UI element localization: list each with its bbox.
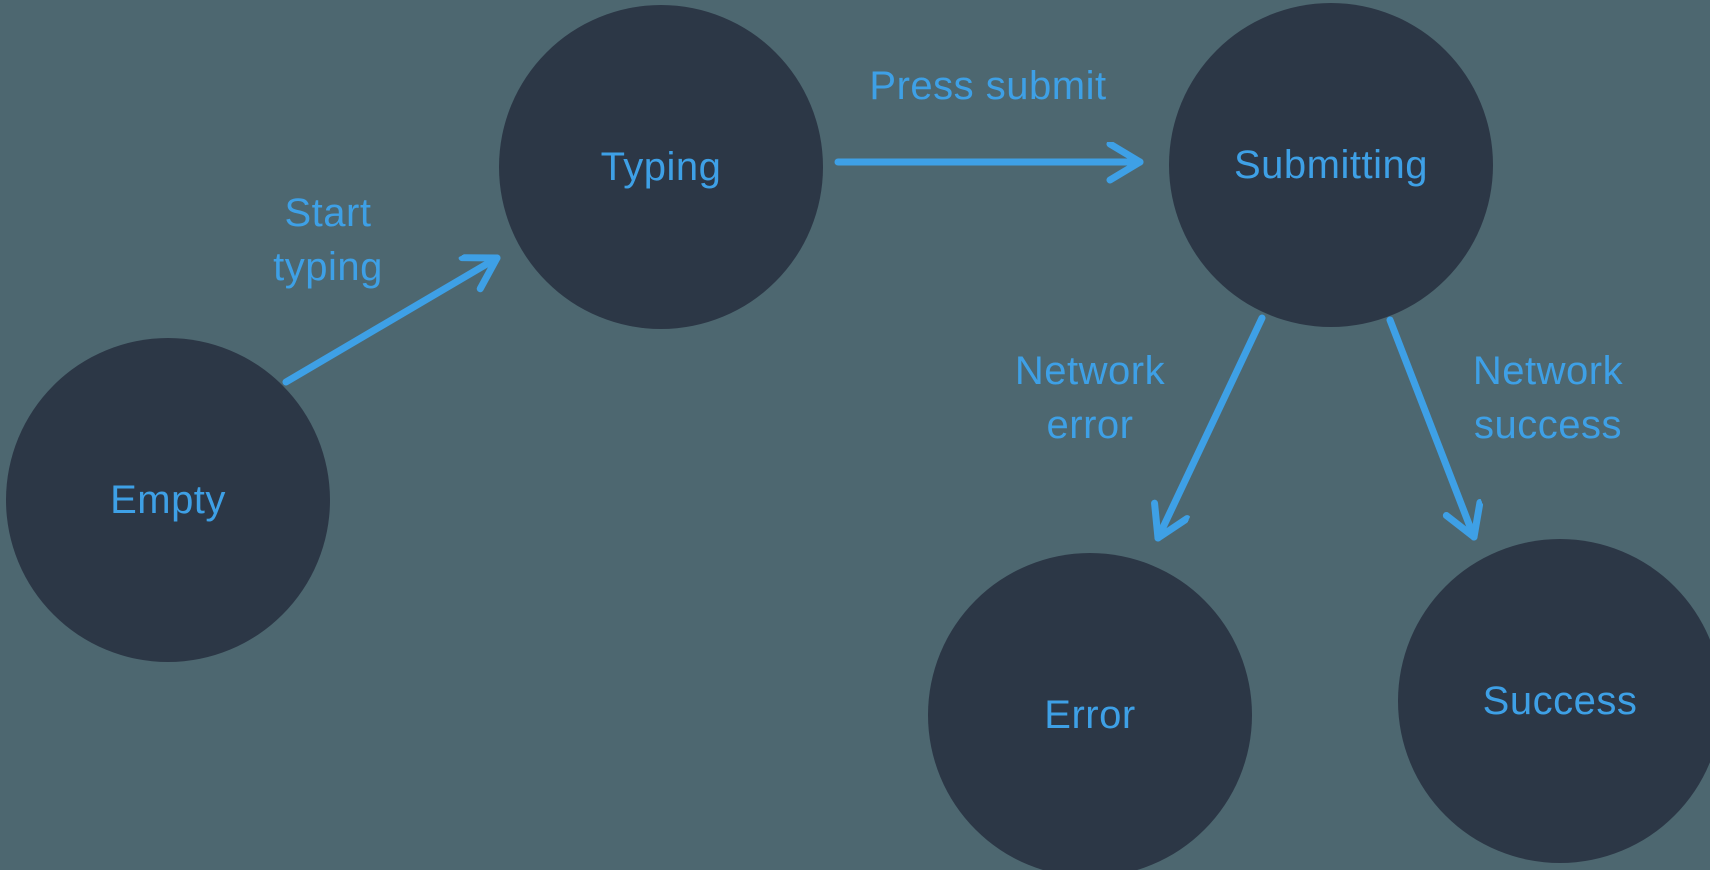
state-node-success: Success: [1398, 539, 1710, 863]
transition-label-network-error: Network error: [1014, 349, 1166, 447]
state-label-typing: Typing: [600, 144, 722, 189]
state-label-submitting: Submitting: [1234, 142, 1428, 187]
state-label-success: Success: [1482, 678, 1638, 723]
transition-label-press-submit: Press submit: [869, 64, 1107, 108]
state-label-error: Error: [1044, 692, 1136, 737]
arrow-network-success: [1386, 316, 1474, 541]
arrow-start-typing: [282, 258, 501, 386]
arrow-network-error: [1158, 314, 1266, 542]
state-node-typing: Typing: [499, 5, 823, 329]
transition-label-start-typing: Start typing: [273, 191, 383, 289]
state-node-empty: Empty: [6, 338, 330, 662]
state-label-empty: Empty: [110, 477, 226, 522]
transition-label-network-success: Network success: [1472, 349, 1624, 447]
state-node-error: Error: [928, 553, 1252, 870]
state-node-submitting: Submitting: [1169, 3, 1493, 327]
